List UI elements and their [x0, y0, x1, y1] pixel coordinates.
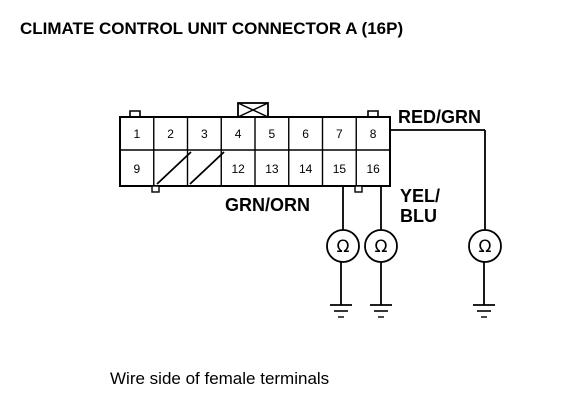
wire-label-yel-blu-line2: BLU — [400, 206, 437, 226]
connector-lock-tab-icon — [237, 102, 269, 118]
empty-cavity-10-mark — [156, 151, 192, 185]
connector-nub-left — [129, 110, 141, 117]
wire-label-yel-blu-line1: YEL/ — [400, 186, 440, 206]
diagram-caption: Wire side of female terminals — [110, 369, 329, 388]
wire-red-grn — [390, 129, 486, 230]
ohmmeter-symbol: Ω — [337, 237, 350, 257]
ground-icon — [370, 262, 392, 318]
ohmmeter-icon: Ω — [326, 229, 360, 263]
connector-guide-left — [151, 185, 160, 193]
wire-label-grn-orn: GRN/ORN — [225, 195, 310, 215]
ground-icon — [473, 262, 495, 318]
ohmmeter-icon: Ω — [468, 229, 502, 263]
pin-label-15: 15 — [333, 162, 347, 176]
pin-label-13: 13 — [265, 162, 279, 176]
pin-label-1: 1 — [134, 127, 141, 141]
ohmmeter-symbol: Ω — [375, 237, 388, 257]
pin-label-16: 16 — [366, 162, 380, 176]
pin-label-12: 12 — [231, 162, 245, 176]
ground-icon — [330, 262, 352, 318]
pin-label-8: 8 — [370, 127, 377, 141]
diagram-title: CLIMATE CONTROL UNIT CONNECTOR A (16P) — [20, 19, 403, 38]
connector-nub-right — [367, 110, 379, 117]
pin-label-7: 7 — [336, 127, 343, 141]
connector-guide-right — [354, 185, 363, 193]
wire-label-red-grn: RED/GRN — [398, 107, 481, 127]
pin-label-3: 3 — [201, 127, 208, 141]
ohmmeter-icon: Ω — [364, 229, 398, 263]
pin-label-4: 4 — [235, 127, 242, 141]
ohmmeter-symbol: Ω — [479, 237, 492, 257]
pin-label-9: 9 — [134, 162, 141, 176]
pin-label-14: 14 — [299, 162, 313, 176]
pin-label-6: 6 — [302, 127, 309, 141]
pin-label-2: 2 — [167, 127, 174, 141]
connector-body — [119, 116, 391, 193]
pin-label-5: 5 — [269, 127, 276, 141]
empty-cavity-11-mark — [189, 151, 225, 185]
